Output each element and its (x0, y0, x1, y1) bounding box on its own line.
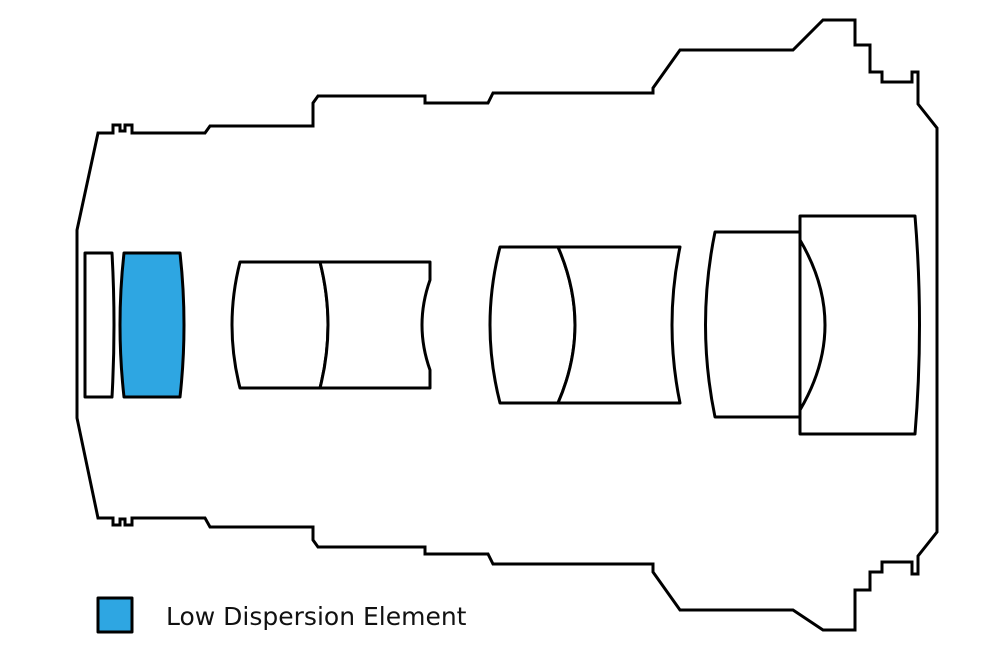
lens-element-5 (488, 245, 577, 405)
lens-barrel-outline (75, 18, 939, 632)
lens-element-8 (798, 214, 921, 436)
lens-element-6 (556, 245, 682, 405)
legend-swatch-low-dispersion (96, 596, 134, 634)
lens-element-7 (704, 230, 802, 419)
low-dispersion-element (118, 251, 186, 399)
lens-element-1 (83, 251, 116, 399)
lens-element-3 (230, 260, 330, 390)
legend-label-low-dispersion: Low Dispersion Element (166, 602, 467, 631)
lens-element-4 (318, 260, 432, 390)
